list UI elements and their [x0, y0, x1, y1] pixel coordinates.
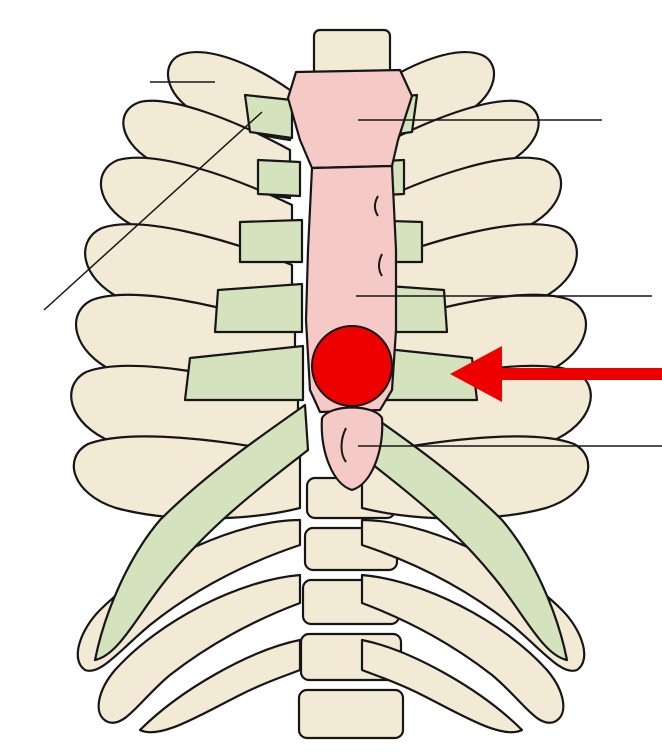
cartilage-left-2 [258, 160, 300, 196]
red-arrow-shaft [495, 368, 662, 380]
vertebra-lower-5 [299, 690, 403, 738]
red-marker-dot [312, 326, 392, 406]
cartilage-left-3 [240, 220, 302, 262]
cartilage-left-4 [215, 284, 302, 332]
manubrium [288, 70, 412, 168]
cartilage-left-1 [245, 95, 292, 138]
vertebra-1 [314, 30, 390, 76]
